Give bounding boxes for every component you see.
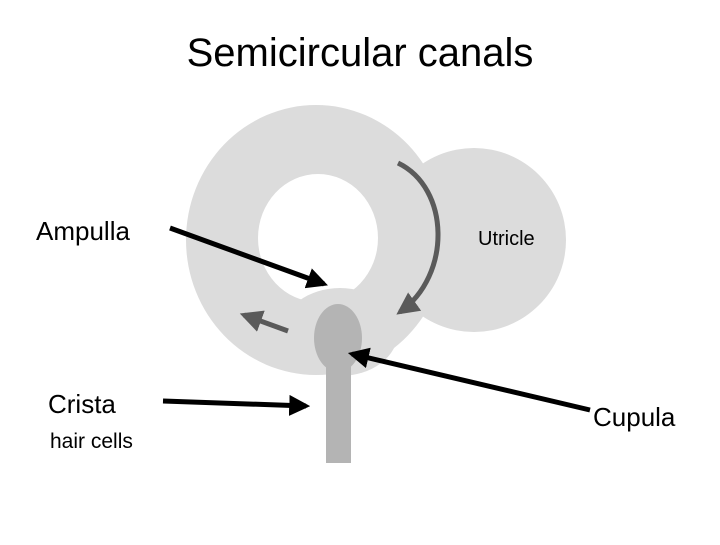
- crista-label: Crista: [48, 389, 116, 419]
- hair-cells-label: hair cells: [50, 430, 133, 453]
- cupula-label: Cupula: [593, 402, 676, 432]
- cupula-deflection-arrow: [239, 310, 289, 334]
- cupula-pointer-arrow: [347, 347, 591, 413]
- endolymph-flow-arrow: [396, 160, 441, 315]
- slide-title: Semicircular canals: [187, 31, 534, 75]
- cupula-shape: [314, 304, 362, 372]
- utricle-label: Utricle: [478, 228, 535, 250]
- ampulla-label: Ampulla: [36, 216, 130, 246]
- ampulla-pointer-arrow: [169, 225, 328, 289]
- crista-pointer-arrow: [162, 394, 311, 416]
